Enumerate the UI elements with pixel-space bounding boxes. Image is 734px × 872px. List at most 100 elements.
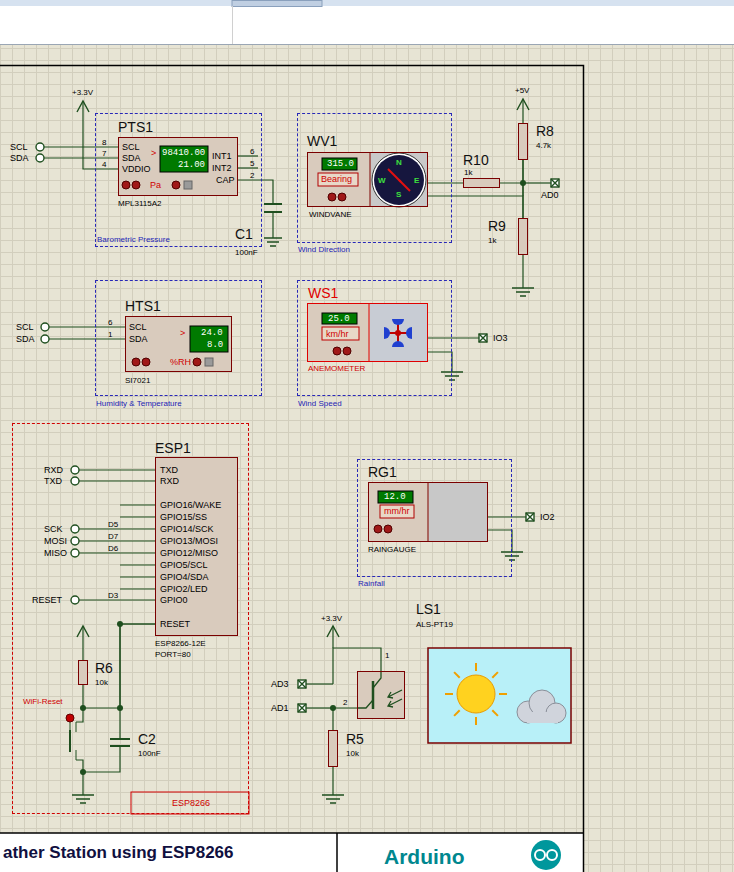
phototransistor-box: LS1ALS-PT19: [357, 671, 405, 719]
light-sensor-picture: [527, 712, 558, 723]
wire: [333, 708, 357, 730]
sub-panel: [322, 327, 359, 340]
designator: R8: [536, 123, 554, 139]
resistor-symbol: R91k: [518, 218, 528, 255]
power-arrow: [327, 626, 339, 637]
net-terminal: [36, 154, 44, 162]
control-button: [172, 181, 180, 189]
designator: R9: [488, 218, 506, 234]
pin-name: INT2: [212, 163, 232, 173]
sub-panel: [131, 792, 249, 814]
window-toolbar: [0, 44, 734, 45]
unit-label: >: [180, 328, 185, 338]
sub-panel: [380, 505, 414, 518]
net-terminal: [479, 334, 487, 342]
wire: [120, 516, 155, 517]
resistor-symbol: R84.7k: [518, 123, 528, 160]
arduino-logo: [535, 850, 545, 860]
designator: R5: [346, 731, 364, 747]
part-value: 10k: [95, 678, 108, 687]
net-terminal: [298, 680, 306, 688]
control-button: [328, 193, 336, 201]
part-value: 6: [250, 147, 254, 156]
part-value: 5: [250, 159, 254, 168]
arduino-logo: [531, 840, 561, 870]
power-arrow: [77, 99, 529, 637]
unit-label: ESP8266: [172, 798, 210, 808]
wire: [522, 99, 523, 123]
light-sensor-picture: [492, 710, 498, 716]
pin-name: RXD: [160, 476, 179, 486]
pin-name: GPIO5/SCL: [160, 560, 208, 570]
wire: [44, 99, 551, 795]
net-terminal: [298, 704, 306, 712]
settings-icon: [205, 358, 213, 366]
wire: [488, 516, 526, 517]
pin-name: VDDIO: [122, 164, 151, 174]
part-value: MPL3115A2: [118, 199, 161, 208]
part-value: ESP8266-12E: [155, 639, 206, 648]
window-toolbar: [0, 0, 734, 45]
power-arrow: [77, 626, 89, 637]
sheet-frame: [336, 833, 338, 872]
wire: [428, 182, 463, 183]
net-terminal: [71, 525, 79, 533]
component-fill: [125, 316, 232, 372]
part-value: 100nF: [138, 749, 161, 758]
component-body: WS125.0km/hrANEMOMETER: [307, 303, 428, 362]
sub-panel: [370, 304, 427, 361]
wire: [120, 576, 155, 577]
pin-name: GPIO13/MOSI: [160, 536, 218, 546]
wire: [332, 767, 333, 795]
wire: [120, 564, 155, 565]
part-value: 4.7k: [536, 141, 551, 150]
wire: [306, 707, 333, 708]
unit-label: km/hr: [326, 329, 349, 339]
push-button: [66, 714, 74, 722]
part-value: WINDVANE: [309, 210, 352, 219]
part-value: 8: [102, 138, 106, 147]
designator: R10: [463, 152, 489, 168]
designator: LS1: [416, 601, 441, 617]
control-button: [384, 525, 392, 533]
display-value: 98410.00: [162, 148, 205, 158]
net-terminal: [71, 477, 79, 485]
pin-name: RXD: [44, 465, 63, 475]
wire: [522, 160, 523, 218]
push-button: [70, 722, 71, 730]
light-sensor-picture: [492, 672, 498, 678]
push-button: [76, 722, 77, 732]
pin-name: INT1: [212, 151, 232, 161]
light-sensor-picture: [428, 648, 571, 743]
resistor-symbol: R101k: [463, 178, 500, 188]
display-value: 25.0: [328, 314, 350, 324]
wire: [428, 196, 523, 218]
control-button: [333, 347, 341, 355]
control-button: [343, 347, 351, 355]
anemometer-icon: [392, 341, 404, 347]
display-value: 12.0: [384, 492, 406, 502]
pin-name: SCL: [16, 322, 34, 332]
component-fill: [518, 123, 528, 160]
group-label: Wind Speed: [298, 399, 342, 408]
light-sensor-picture: [454, 672, 460, 678]
part-value: 2: [343, 698, 347, 707]
control-button: [142, 358, 150, 366]
wire: [428, 352, 452, 372]
wire: [83, 746, 120, 795]
control-button: [132, 181, 140, 189]
component-fill: [118, 137, 238, 196]
light-sensor-picture: [445, 663, 507, 725]
wire: [120, 504, 155, 505]
part-value: 6: [108, 318, 112, 327]
part-value: 100nF: [235, 248, 258, 257]
anemometer-icon: [385, 320, 411, 346]
wire: [332, 626, 333, 648]
capacitor-plates: [264, 204, 282, 212]
designator: R6: [95, 660, 113, 676]
light-sensor-picture: [475, 663, 477, 671]
compass-dial: [374, 155, 424, 205]
designator: PTS1: [118, 119, 153, 135]
push-button: [76, 750, 77, 760]
